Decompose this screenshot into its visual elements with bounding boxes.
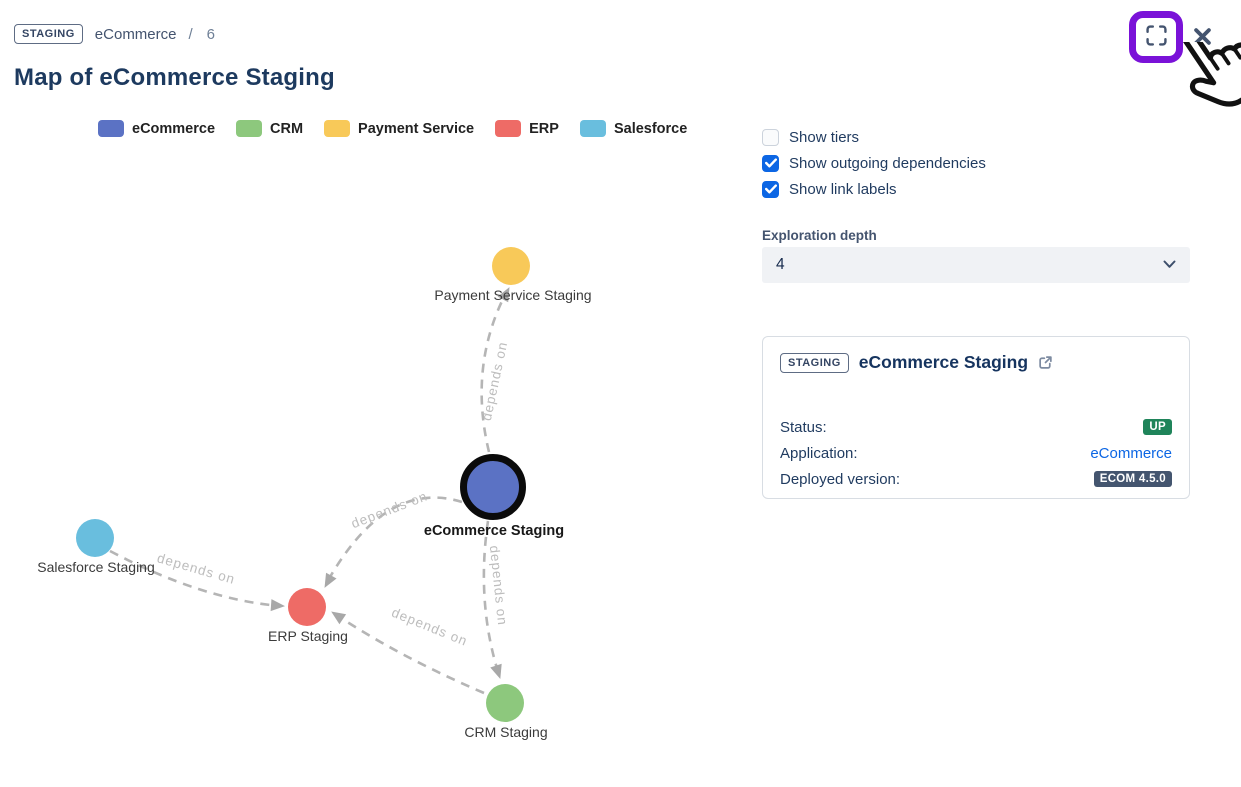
checkbox-row[interactable]: Show outgoing dependencies: [762, 150, 1190, 176]
checkbox-checked[interactable]: [762, 154, 779, 172]
card-row: Application: eCommerce: [780, 443, 1172, 463]
edge-label: depends on: [155, 550, 237, 587]
card-row-label: Deployed version:: [780, 470, 901, 488]
legend-swatch: [579, 120, 606, 137]
legend-label: CRM: [270, 120, 304, 137]
legend-label: Salesforce: [613, 120, 688, 137]
checkbox-unchecked[interactable]: [762, 128, 779, 146]
edge-label: depends on: [479, 340, 510, 422]
card-row: Status: UP: [780, 417, 1172, 437]
dependency-map: depends on depends on depends on depends on…: [37, 247, 592, 740]
legend-label: Payment Service: [358, 120, 475, 137]
checkbox-checked[interactable]: [762, 180, 779, 198]
exploration-depth-value: 4: [776, 256, 785, 273]
node-label-ecommerce: eCommerce Staging: [424, 523, 564, 539]
checkbox-label: Show outgoing dependencies: [789, 154, 986, 172]
environment-name: eCommerce Staging: [858, 352, 1029, 372]
environment-badge: STAGING: [14, 24, 83, 44]
legend-swatch: [236, 120, 263, 137]
breadcrumb: STAGING eCommerce / 6: [14, 24, 217, 44]
status-badge: UP: [1143, 419, 1172, 435]
legend-label: eCommerce: [132, 120, 216, 137]
checkbox-label: Show tiers: [789, 128, 860, 146]
legend-swatch: [324, 120, 351, 137]
node-payment[interactable]: [492, 247, 530, 285]
arrowhead-icon: [324, 572, 337, 588]
edge-label: depends on: [487, 545, 510, 627]
close-icon: [1193, 28, 1211, 48]
card-row: Deployed version: ECOM 4.5.0: [780, 469, 1172, 489]
dependency-edge-ecommerce-erp: [324, 496, 463, 585]
external-link-icon[interactable]: [1038, 355, 1053, 370]
node-label-crm: CRM Staging: [464, 724, 547, 740]
node-label-salesforce: Salesforce Staging: [37, 559, 155, 575]
arrowhead-icon: [270, 599, 285, 612]
edge-label: depends on: [390, 605, 470, 649]
breadcrumb-count: 6: [206, 25, 217, 43]
node-ecommerce[interactable]: [460, 454, 526, 520]
card-row-label: Application:: [780, 444, 858, 462]
node-crm[interactable]: [486, 684, 524, 722]
dependency-edge-crm-erp: [334, 612, 485, 695]
legend-item: eCommerce: [98, 120, 215, 137]
legend-item: CRM: [236, 120, 303, 137]
checkbox-row[interactable]: Show link labels: [762, 176, 1190, 202]
legend-label: ERP: [529, 120, 559, 137]
legend-item: Payment Service: [324, 120, 474, 137]
checkbox-row[interactable]: Show tiers: [762, 124, 1190, 150]
card-header: STAGING eCommerce Staging: [780, 352, 1172, 373]
page-title: Map of eCommerce Staging: [14, 64, 335, 91]
exploration-depth-label: Exploration depth: [762, 228, 877, 243]
application-link[interactable]: eCommerce: [1090, 444, 1172, 462]
dependency-edge-ecommerce-crm: [482, 520, 501, 676]
version-badge: ECOM 4.5.0: [1093, 471, 1172, 487]
legend: eCommerce CRM Payment Service ERP Salesforce: [98, 120, 687, 137]
node-label-payment: Payment Service Staging: [434, 287, 591, 303]
node-erp[interactable]: [288, 588, 326, 626]
exploration-depth-select[interactable]: 4: [762, 247, 1190, 283]
environment-details-card: STAGING eCommerce Staging Status: UP Appli…: [762, 336, 1190, 499]
close-button[interactable]: [1188, 24, 1216, 52]
checkbox-label: Show link labels: [789, 180, 897, 198]
dependency-edge-ecommerce-payment: [480, 290, 509, 453]
legend-item: ERP: [495, 120, 559, 137]
breadcrumb-application[interactable]: eCommerce: [94, 25, 177, 43]
edge-label: depends on: [349, 488, 430, 531]
legend-swatch: [495, 120, 522, 137]
fullscreen-icon: [1145, 25, 1167, 49]
node-salesforce[interactable]: [76, 519, 114, 557]
dependency-edge-salesforce-erp: [109, 549, 282, 608]
chevron-down-icon: [1163, 256, 1176, 274]
arrowhead-icon: [497, 287, 510, 303]
legend-item: Salesforce: [579, 120, 688, 137]
card-row-label: Status:: [780, 418, 827, 436]
arrowhead-icon: [490, 663, 502, 679]
breadcrumb-separator: /: [188, 25, 195, 43]
legend-swatch: [98, 120, 124, 137]
fullscreen-button[interactable]: [1140, 21, 1172, 53]
arrowhead-icon: [331, 611, 347, 625]
node-label-erp: ERP Staging: [268, 628, 348, 644]
environment-badge: STAGING: [780, 352, 849, 373]
